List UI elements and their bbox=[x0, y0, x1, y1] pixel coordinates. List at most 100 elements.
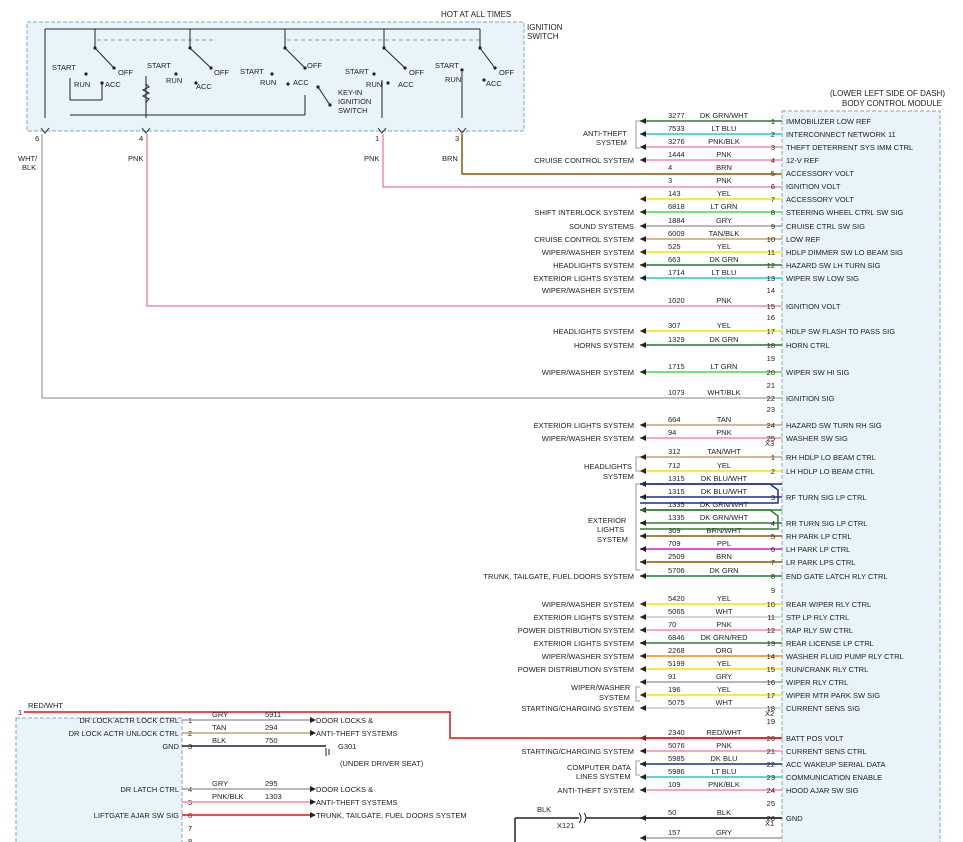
wire-color-code: DK BLU/WHT bbox=[701, 487, 748, 496]
group-wiper-washer-2: SYSTEM bbox=[599, 693, 630, 702]
ign-wire-color-wht: WHT/ bbox=[18, 154, 38, 163]
wire-color-code: PNK/BLK bbox=[708, 780, 740, 789]
svg-text:ACC: ACC bbox=[105, 80, 121, 89]
bcm-pin-label: WIPER MTR PARK SW SIG bbox=[786, 691, 880, 700]
wire-system-label: HEADLIGHTS SYSTEM bbox=[553, 327, 634, 336]
bcm-pin-label: REAR LICENSE LP CTRL bbox=[786, 639, 874, 648]
wire-arrow bbox=[640, 761, 646, 767]
wire-circuit-number: 1020 bbox=[668, 296, 685, 305]
splice-rf-turn bbox=[640, 483, 779, 504]
wire-system-label: ANTI-THEFT SYSTEM bbox=[557, 786, 634, 795]
wire-color-code: PNK bbox=[716, 296, 731, 305]
bcm-pin-label: LOW REF bbox=[786, 235, 821, 244]
bcm-pin-number: 7 bbox=[771, 558, 775, 567]
wire-color-code: YEL bbox=[717, 594, 731, 603]
door-pin-label: LIFTGATE AJAR SW SIG bbox=[94, 811, 179, 820]
wire-ign-pnk-4 bbox=[146, 134, 782, 307]
wire-arrow bbox=[640, 196, 646, 202]
wire-color-code: DK GRN bbox=[709, 255, 738, 264]
bcm-pin-number: 9 bbox=[771, 586, 775, 595]
bcm-pin-label: CRUISE CTRL SW SIG bbox=[786, 222, 865, 231]
wire-circuit-number: 1329 bbox=[668, 335, 685, 344]
wire-circuit-number: 7533 bbox=[668, 124, 685, 133]
wire-arrow bbox=[640, 614, 646, 620]
bcm-pin-number: 3 bbox=[771, 143, 775, 152]
group-computer-data-1: COMPUTER DATA bbox=[567, 763, 631, 772]
wire-system-label: WIPER/WASHER SYSTEM bbox=[542, 600, 634, 609]
wire-circuit-number: 312 bbox=[668, 447, 681, 456]
bcm-pin-number: 16 bbox=[767, 678, 775, 687]
wire-color-code: YEL bbox=[717, 242, 731, 251]
bcm-connector-x2: X2 bbox=[765, 709, 774, 718]
bcm-pin-label: HAZARD SW TURN RH SIG bbox=[786, 421, 882, 430]
ign-wire-color-pnk-2: PNK bbox=[364, 154, 379, 163]
wire-circuit-number: 91 bbox=[668, 672, 676, 681]
wire-system-label: STARTING/CHARGING SYSTEM bbox=[521, 704, 634, 713]
svg-text:START: START bbox=[345, 67, 369, 76]
svg-text:RUN: RUN bbox=[260, 78, 276, 87]
bcm-pin-label: ACC WAKEUP SERIAL DATA bbox=[786, 760, 885, 769]
ign-pin-6: 6 bbox=[35, 134, 39, 143]
wire-color-code: BRN/WHT bbox=[707, 526, 742, 535]
wire-color-code: DK BLU/WHT bbox=[701, 474, 748, 483]
group-exterior-3: SYSTEM bbox=[597, 535, 628, 544]
wire-color-code: YEL bbox=[717, 685, 731, 694]
wire-system-label: WIPER/WASHER SYSTEM bbox=[542, 652, 634, 661]
wire-color-code: YEL bbox=[717, 321, 731, 330]
bcm-pin-label: REAR WIPER RLY CTRL bbox=[786, 600, 871, 609]
ignition-switch-label-1: IGNITION bbox=[527, 23, 563, 32]
wire-arrow bbox=[640, 494, 646, 500]
wire-color-code: YEL bbox=[717, 189, 731, 198]
wire-arrow bbox=[640, 236, 646, 242]
wire-system-label: POWER DISTRIBUTION SYSTEM bbox=[518, 665, 634, 674]
bcm-pin-number: 11 bbox=[767, 613, 775, 622]
bcm-pin-label: RF TURN SIG LP CTRL bbox=[786, 493, 867, 502]
door-wire-color: BLK bbox=[212, 736, 226, 745]
door-wire-arrow bbox=[310, 730, 316, 736]
wire-color-code: WHT bbox=[715, 698, 732, 707]
bcm-pin-number: 19 bbox=[767, 717, 775, 726]
door-wire-color: GRY bbox=[212, 779, 228, 788]
door-pin-label: DR LOCK ACTR UNLOCK CTRL bbox=[69, 729, 179, 738]
wire-ign-wht-blk bbox=[41, 134, 782, 399]
wire-circuit-number: 709 bbox=[668, 539, 681, 548]
bcm-pin-label: CURRENT SENS CTRL bbox=[786, 747, 867, 756]
wire-system-label: HORNS SYSTEM bbox=[574, 341, 634, 350]
wire-color-code: WHT/BLK bbox=[707, 388, 740, 397]
door-wire-color: TAN bbox=[212, 723, 226, 732]
wire-color-code: PNK bbox=[716, 150, 731, 159]
wire-circuit-number: 5076 bbox=[668, 741, 685, 750]
wire-system-label: EXTERIOR LIGHTS SYSTEM bbox=[534, 639, 634, 648]
wire-circuit-number: 1315 bbox=[668, 474, 685, 483]
bcm-pin-number: 18 bbox=[767, 341, 775, 350]
group-headlights-2: SYSTEM bbox=[603, 472, 634, 481]
switch-group-3: START RUN OFF ACC KEY-IN IGNITION SWITCH bbox=[70, 29, 480, 116]
svg-text:ACC: ACC bbox=[293, 78, 309, 87]
wire-arrow bbox=[640, 275, 646, 281]
group-anti-theft-1: ANTI-THEFT bbox=[583, 129, 627, 138]
wire-circuit-number: 5199 bbox=[668, 659, 685, 668]
bcm-pin-label: ACCESSORY VOLT bbox=[786, 169, 854, 178]
wire-arrow bbox=[640, 666, 646, 672]
bcm-location: (LOWER LEFT SIDE OF DASH) bbox=[830, 89, 945, 98]
door-wire-circuit: 750 bbox=[265, 736, 278, 745]
wire-system-label: POWER DISTRIBUTION SYSTEM bbox=[518, 626, 634, 635]
bcm-pin-label: RAP RLY SW CTRL bbox=[786, 626, 853, 635]
wire-color-code: DK BLU bbox=[710, 754, 737, 763]
bcm-pin-number: 7 bbox=[771, 195, 775, 204]
switch-group-4: START RUN OFF ACC bbox=[345, 29, 424, 118]
bcm-pin-label: STEERING WHEEL CTRL SW SIG bbox=[786, 208, 904, 217]
wire-system-label: WIPER/WASHER SYSTEM bbox=[542, 286, 634, 295]
wire-color-code: PNK bbox=[716, 428, 731, 437]
ignition-pins: 6 4 1 3 WHT/ BLK PNK PNK BRN bbox=[18, 127, 467, 172]
wire-color-code: PNK/BLK bbox=[708, 137, 740, 146]
bcm-pin-label: COMMUNICATION ENABLE bbox=[786, 773, 882, 782]
svg-text:RUN: RUN bbox=[166, 76, 182, 85]
bcm-pin-label: HORN CTRL bbox=[786, 341, 830, 350]
wire-circuit-number: 2340 bbox=[668, 728, 685, 737]
wire-color-code: BRN bbox=[716, 163, 732, 172]
group-anti-theft-2: SYSTEM bbox=[596, 138, 627, 147]
bcm-pin-label: BATT POS VOLT bbox=[786, 734, 844, 743]
wire-color-code: LT BLU bbox=[712, 268, 737, 277]
door-wire-destination: TRUNK, TAILGATE, FUEL DOORS SYSTEM bbox=[316, 811, 467, 820]
